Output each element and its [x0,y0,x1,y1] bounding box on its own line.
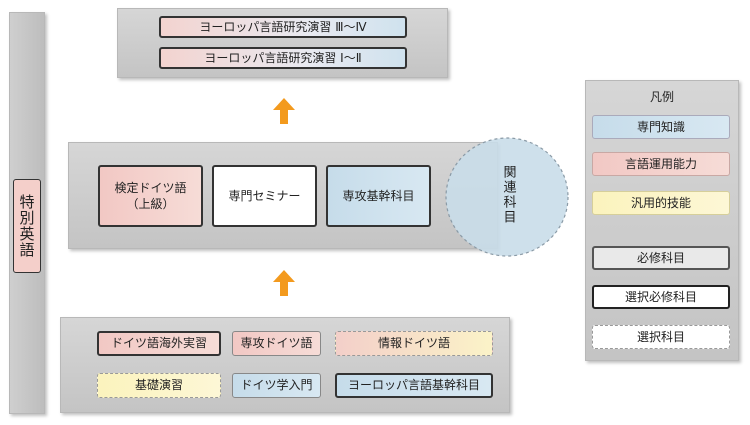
related-circle [445,137,569,257]
bottom-course-3: 情報ドイツ語 [335,331,493,356]
bottom-course-5: ドイツ学入門 [232,373,321,398]
middle-course-2-label: 専門セミナー [228,188,301,203]
bottom-course-6-label: ヨーロッパ言語基幹科目 [347,378,480,393]
legend-item-required-label: 必修科目 [636,250,685,265]
bottom-course-1: ドイツ語海外実習 [97,331,221,356]
legend-item-elective-required-label: 選択必修科目 [624,289,697,304]
side-label-text: 特別英語 [17,194,36,258]
bottom-course-4-label: 基礎演習 [134,378,183,393]
middle-course-1: 検定ドイツ語 （上級） [98,165,203,227]
up-arrow-icon [273,270,295,296]
legend-item-skills-label: 汎用的技能 [630,195,691,210]
middle-course-1-label: 検定ドイツ語 （上級） [114,180,187,211]
bottom-course-2: 専攻ドイツ語 [232,331,321,356]
up-arrow-icon [273,98,295,124]
middle-course-3: 専攻基幹科目 [326,165,431,227]
related-label-text: 関連科目 [500,165,516,225]
legend-item-language: 言語運用能力 [592,152,730,176]
related-label: 関連科目 [496,150,520,240]
bottom-course-2-label: 専攻ドイツ語 [240,336,313,351]
legend-title: 凡例 [649,90,674,104]
top-course-2-label: ヨーロッパ言語研究演習 Ⅰ〜Ⅱ [204,50,362,65]
middle-course-2: 専門セミナー [212,165,317,227]
top-course-1: ヨーロッパ言語研究演習 Ⅲ〜Ⅳ [159,16,407,38]
bottom-course-1-label: ドイツ語海外実習 [110,336,207,351]
legend-item-knowledge: 専門知識 [592,115,730,139]
legend-item-skills: 汎用的技能 [592,191,730,215]
legend-item-required: 必修科目 [592,246,730,270]
middle-course-3-label: 専攻基幹科目 [342,188,415,203]
legend-item-elective-label: 選択科目 [636,329,685,344]
legend-item-elective-required: 選択必修科目 [592,285,730,309]
bottom-course-4: 基礎演習 [97,373,221,398]
legend-item-knowledge-label: 専門知識 [636,119,685,134]
legend-item-elective: 選択科目 [592,325,730,349]
top-course-2: ヨーロッパ言語研究演習 Ⅰ〜Ⅱ [159,47,407,69]
side-panel: 特別英語 [9,12,45,414]
top-course-1-label: ヨーロッパ言語研究演習 Ⅲ〜Ⅳ [199,19,367,34]
side-label: 特別英語 [13,179,41,273]
bottom-course-5-label: ドイツ学入門 [240,378,313,393]
legend-item-language-label: 言語運用能力 [624,156,697,171]
bottom-course-6: ヨーロッパ言語基幹科目 [335,373,493,398]
bottom-course-3-label: 情報ドイツ語 [377,336,450,351]
